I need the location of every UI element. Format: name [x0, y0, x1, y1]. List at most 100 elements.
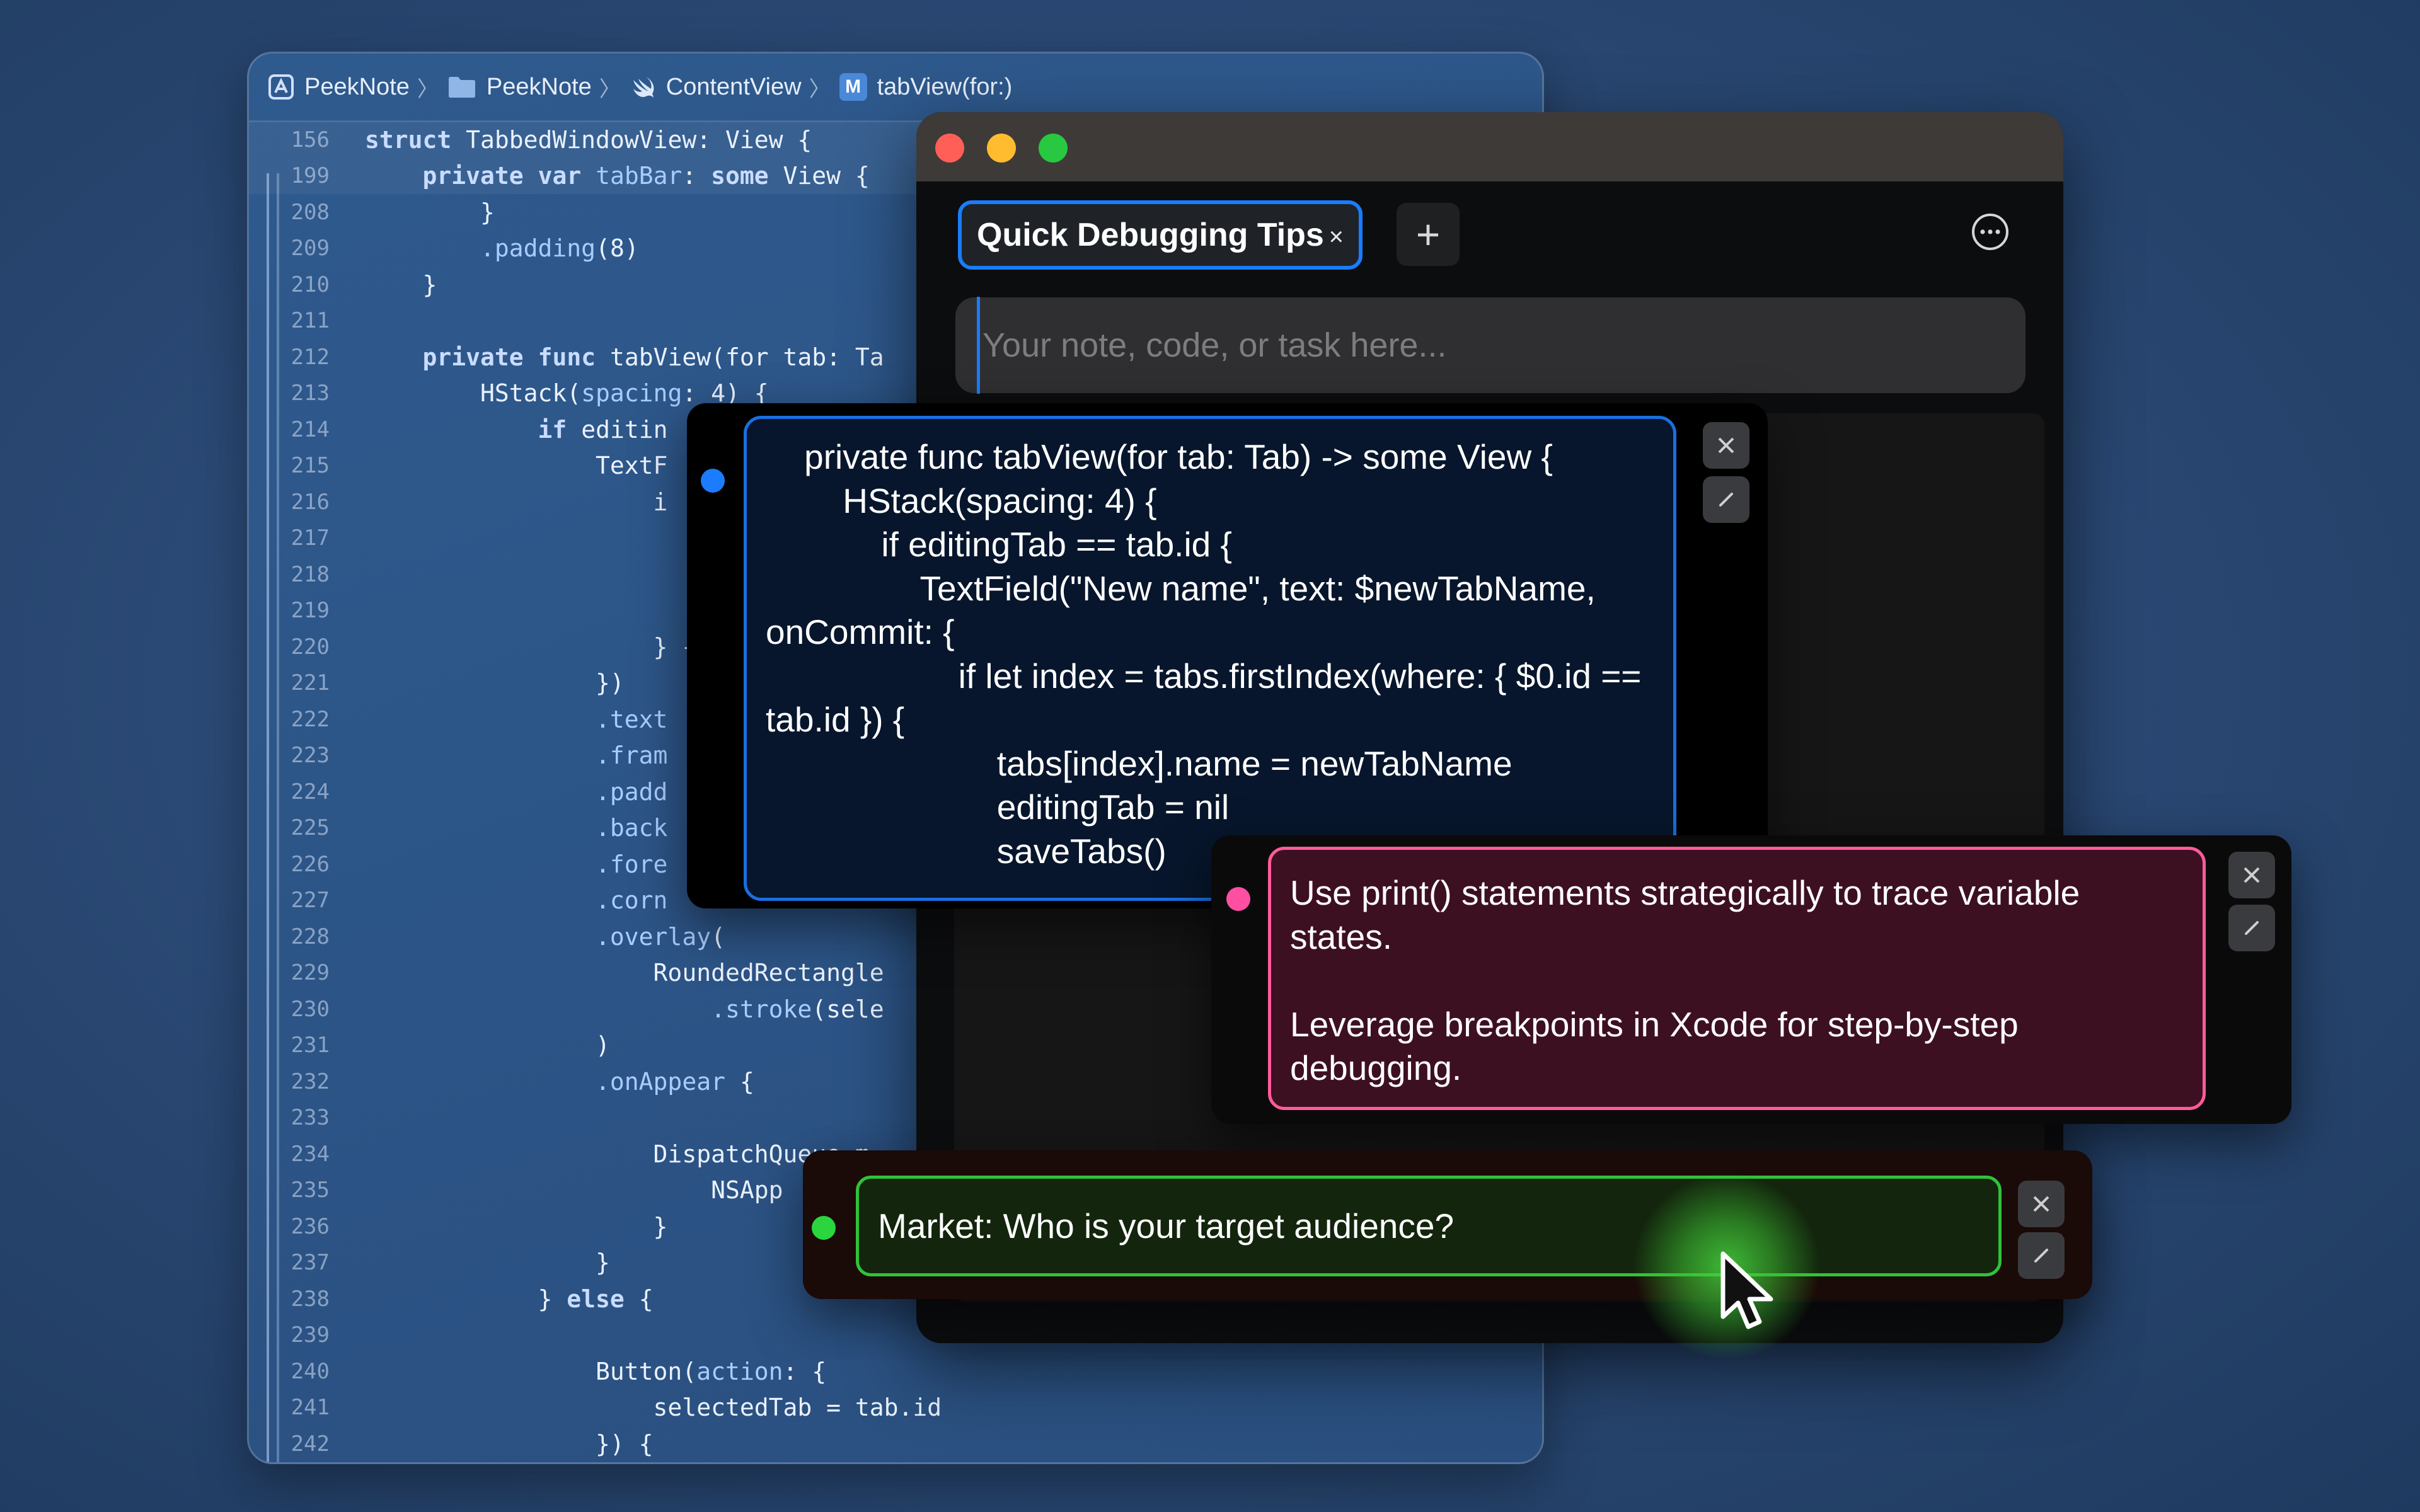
- breadcrumb-label: tabView(for:): [877, 73, 1013, 100]
- breadcrumb-method[interactable]: M tabView(for:): [839, 73, 1013, 101]
- line-number: 237: [291, 1250, 330, 1276]
- code-line[interactable]: 211: [249, 303, 1542, 340]
- close-window-button[interactable]: [935, 134, 964, 163]
- code-line[interactable]: 229 RoundedRectangle: [249, 955, 1542, 992]
- line-number: 212: [291, 344, 330, 370]
- code-line[interactable]: 224 .padd: [249, 774, 1542, 810]
- scope-indicator: [267, 173, 279, 1462]
- code-line[interactable]: 212 private func tabView(for tab: Ta: [249, 339, 1542, 375]
- code-line[interactable]: 208 }: [249, 194, 1542, 231]
- code-line[interactable]: 214 if editin: [249, 411, 1542, 448]
- delete-note-button[interactable]: [2228, 852, 2275, 898]
- code-line[interactable]: 239: [249, 1317, 1542, 1354]
- edit-note-button[interactable]: [1703, 476, 1749, 523]
- edit-note-button[interactable]: [2228, 905, 2275, 951]
- line-number: 242: [291, 1431, 330, 1457]
- code-line[interactable]: 216 i: [249, 484, 1542, 520]
- line-number: 235: [291, 1177, 330, 1203]
- code-line[interactable]: 227 .corn: [249, 883, 1542, 919]
- line-number: 219: [291, 598, 330, 624]
- line-number: 234: [291, 1141, 330, 1167]
- chevron-right-icon: 〉: [417, 77, 439, 101]
- code-line[interactable]: 241 selectedTab = tab.id: [249, 1390, 1542, 1426]
- chevron-right-icon: 〉: [809, 77, 831, 101]
- code-text: ): [365, 1031, 610, 1060]
- line-number: 213: [291, 381, 330, 406]
- line-number: 230: [291, 996, 330, 1022]
- code-line[interactable]: 215 TextF: [249, 448, 1542, 484]
- line-number: 215: [291, 453, 330, 479]
- note-text[interactable]: Market: Who is your target audience?: [856, 1176, 2002, 1276]
- code-line[interactable]: 228 .overlay(: [249, 919, 1542, 955]
- code-line[interactable]: 213 HStack(spacing: 4) {: [249, 375, 1542, 412]
- code-text: }: [365, 270, 437, 299]
- breadcrumb-folder[interactable]: PeekNote: [447, 74, 592, 101]
- code-text: .text: [596, 705, 668, 733]
- line-number: 209: [291, 236, 330, 261]
- code-line[interactable]: 236 }: [249, 1208, 1542, 1245]
- code-line[interactable]: 238 } else {: [249, 1281, 1542, 1317]
- code-text: .corn: [596, 886, 668, 915]
- code-line[interactable]: 232 .onAppear {: [249, 1063, 1542, 1100]
- code-line[interactable]: 242 }) {: [249, 1426, 1542, 1462]
- line-number: 228: [291, 924, 330, 949]
- line-number: 217: [291, 525, 330, 551]
- close-icon: [2241, 864, 2262, 886]
- note-text[interactable]: private func tabView(for tab: Tab) -> so…: [744, 416, 1676, 901]
- code-line[interactable]: 217: [249, 520, 1542, 557]
- code-text: private var tabBar: some View {: [422, 162, 870, 190]
- code-text: private func tabView(for tab: Ta: [422, 343, 884, 371]
- method-icon: M: [839, 73, 867, 101]
- note-color-dot: [1226, 887, 1250, 911]
- minimize-window-button[interactable]: [987, 134, 1016, 163]
- delete-note-button[interactable]: [2018, 1181, 2065, 1227]
- breadcrumb-project[interactable]: PeekNote: [268, 74, 410, 101]
- code-line[interactable]: 218: [249, 556, 1542, 593]
- code-line[interactable]: 223 .fram: [249, 738, 1542, 774]
- breadcrumb-file[interactable]: ContentView: [630, 74, 802, 101]
- line-number: 218: [291, 561, 330, 587]
- note-color-dot: [812, 1216, 836, 1240]
- code-line[interactable]: 209 .padding(8): [249, 231, 1542, 267]
- line-number: 210: [291, 272, 330, 297]
- tab-close-icon[interactable]: ×: [1328, 223, 1344, 251]
- code-text: .fram: [596, 742, 668, 770]
- tab-quick-debugging-tips[interactable]: Quick Debugging Tips ×: [958, 200, 1363, 270]
- ellipsis-circle-icon[interactable]: [1971, 213, 2009, 251]
- code-text: .padding(8): [480, 234, 639, 263]
- code-text: } else {: [365, 1285, 654, 1313]
- code-line[interactable]: 222 .text: [249, 701, 1542, 738]
- code-line[interactable]: 225 .back: [249, 810, 1542, 847]
- code-text: }: [365, 1212, 668, 1240]
- note-input[interactable]: [977, 297, 2025, 394]
- pencil-icon: [1715, 489, 1737, 510]
- delete-note-button[interactable]: [1703, 422, 1749, 469]
- breadcrumb-label: PeekNote: [486, 73, 592, 100]
- line-number: 222: [291, 706, 330, 732]
- code-line[interactable]: 226 .fore: [249, 846, 1542, 883]
- code-line[interactable]: 221 }): [249, 665, 1542, 702]
- line-number: 156: [291, 127, 330, 152]
- line-number: 236: [291, 1213, 330, 1239]
- code-line[interactable]: 233: [249, 1100, 1542, 1137]
- code-text: .back: [596, 814, 668, 842]
- zoom-window-button[interactable]: [1039, 134, 1068, 163]
- code-text: Button(action: {: [365, 1357, 827, 1385]
- edit-note-button[interactable]: [2018, 1232, 2065, 1279]
- code-line[interactable]: 230 .stroke(sele: [249, 991, 1542, 1028]
- code-line[interactable]: 237 }: [249, 1245, 1542, 1281]
- breadcrumb-label: ContentView: [666, 73, 802, 100]
- breadcrumb-label: PeekNote: [304, 73, 410, 100]
- close-icon: [2031, 1193, 2052, 1215]
- code-text: }): [365, 669, 625, 697]
- note-text[interactable]: Use print() statements strategically to …: [1268, 847, 2206, 1110]
- code-line[interactable]: 235 NSApp: [249, 1172, 1542, 1209]
- code-line[interactable]: 210 }: [249, 266, 1542, 303]
- code-line[interactable]: 219: [249, 593, 1542, 629]
- code-line[interactable]: 231 ): [249, 1028, 1542, 1064]
- line-number: 227: [291, 888, 330, 914]
- code-text: i: [365, 488, 668, 516]
- code-line[interactable]: 240 Button(action: {: [249, 1353, 1542, 1390]
- code-text: .onAppear {: [596, 1067, 754, 1096]
- add-tab-button[interactable]: +: [1397, 203, 1460, 266]
